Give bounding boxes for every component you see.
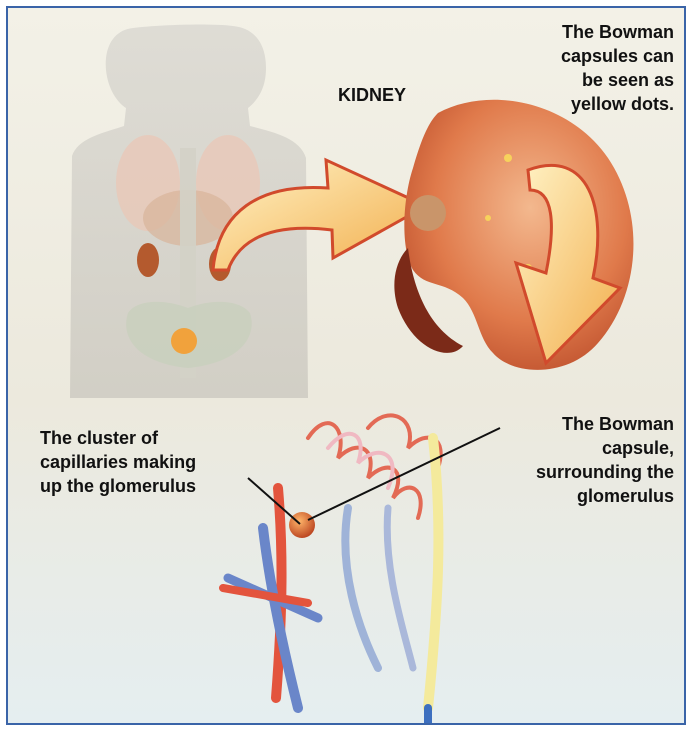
label-bowman-capsules: The Bowman capsules can be seen as yello… [528,20,674,116]
nephron [223,415,441,723]
bowman-capsule [289,512,315,538]
leader-line-bowman-capsule [308,428,500,520]
label-glomerulus-cluster: The cluster of capillaries making up the… [40,426,240,498]
diagram-frame: KIDNEY The Bowman capsules can be seen a… [6,6,686,725]
label-bowman-capsule: The Bowman capsule, surrounding the glom… [488,412,674,508]
label-kidney: KIDNEY [338,83,406,107]
leader-line-glomerulus [248,478,300,524]
